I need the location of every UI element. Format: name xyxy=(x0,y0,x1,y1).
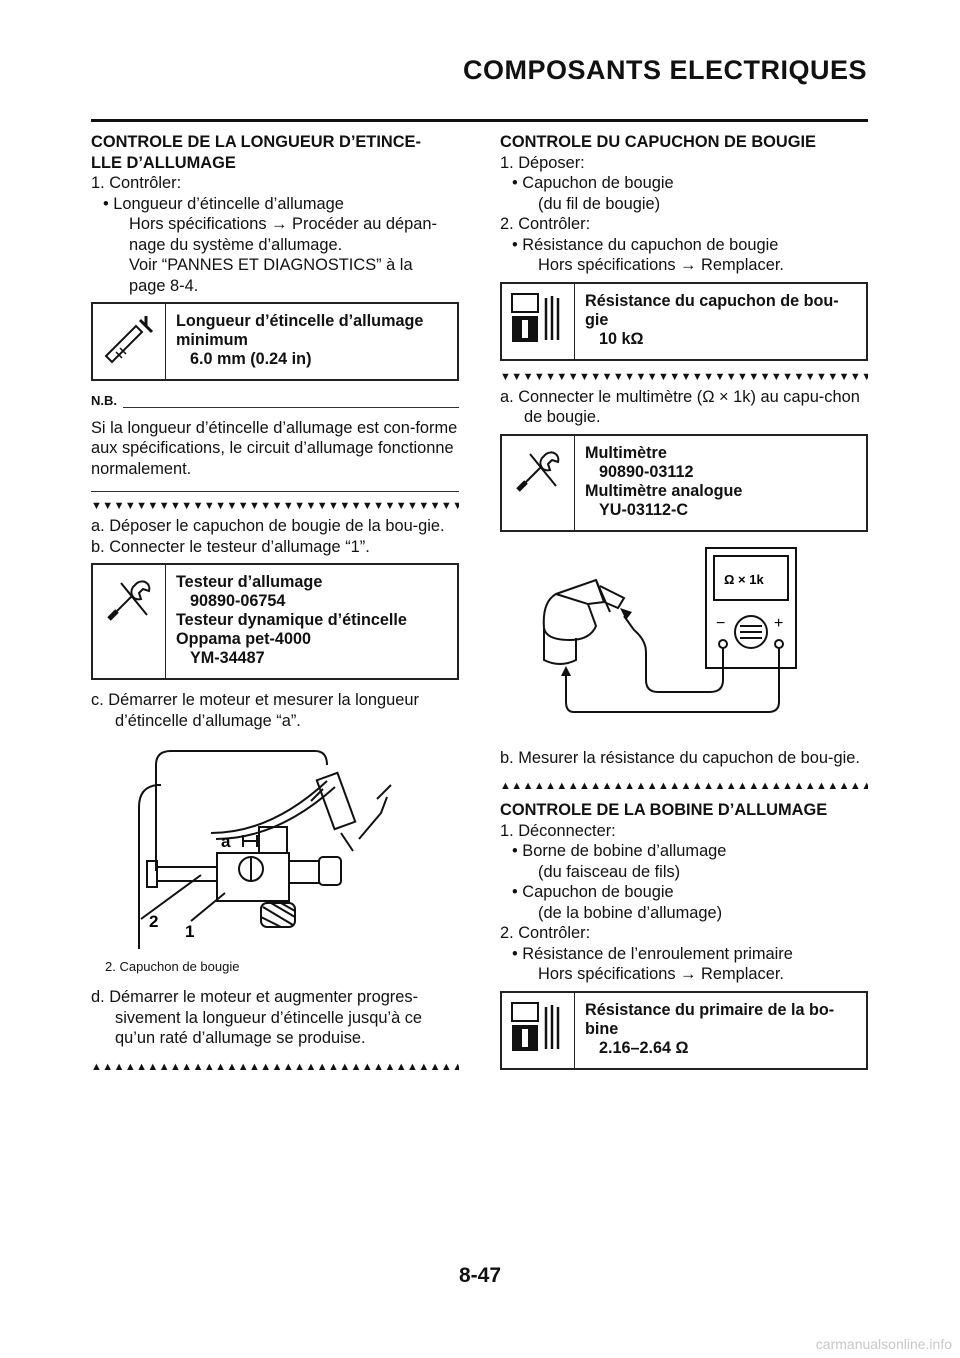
spec-label: gie xyxy=(585,310,609,329)
substep-b: b. Connecter le testeur d’allumage “1”. xyxy=(91,537,370,556)
bullet-primary-resistance: • Résistance de l’enroulement primaire xyxy=(512,944,793,963)
meter-minus-sign: − xyxy=(716,615,725,632)
figure-caption: 2. Capuchon de bougie xyxy=(105,958,240,974)
substep-a-connect: a. Connecter le multimètre (Ω × 1k) au c… xyxy=(500,387,860,427)
step-2-check: 2. Contrôler: xyxy=(500,215,591,233)
tool-code: YM-34487 xyxy=(190,649,265,667)
tool-label: Testeur dynamique d’étincelle xyxy=(176,611,407,629)
note-end-rule xyxy=(91,491,459,492)
substep-b-measure: b. Mesurer la résistance du capuchon de … xyxy=(500,748,860,767)
bullet-plug-cap: • Capuchon de bougie xyxy=(512,174,674,192)
tool-box-multimeter: Multimètre 90890-03112 Multimètre analog… xyxy=(500,433,868,532)
tool-label: Testeur d’allumage xyxy=(176,573,323,591)
substep-d: d. Démarrer le moteur et augmenter progr… xyxy=(91,988,423,1047)
spec-box-primary-resistance: Résistance du primaire de la bo- bine 2.… xyxy=(500,990,868,1070)
caliper-icon xyxy=(93,304,166,379)
figure-label-a: a xyxy=(221,832,231,851)
spec-label: Résistance du capuchon de bou- xyxy=(585,291,839,310)
bullet-plug-cap-coil: • Capuchon de bougie xyxy=(512,883,674,901)
wrench-screwdriver-icon xyxy=(502,435,575,530)
watermark: carmanualsonline.info xyxy=(815,1336,952,1352)
bullet-plug-cap-detail: (du fil de bougie) xyxy=(538,194,661,213)
tool-code: 90890-06754 xyxy=(190,592,286,610)
note-header: N.B. xyxy=(91,391,459,412)
spec-label: minimum xyxy=(176,331,248,349)
step-2-check-coil: 2. Contrôler: xyxy=(500,924,591,942)
bullet-coil-terminal-detail: (du faisceau de fils) xyxy=(538,862,681,881)
tool-label: Oppama pet-4000 xyxy=(176,630,311,648)
figure-spark-gap: a 1 2 xyxy=(91,741,459,955)
bullet-spark-gap: • Longueur d’étincelle d’allumage xyxy=(103,194,344,213)
figure-multimeter: Ω × 1k − + xyxy=(500,542,868,748)
procedure-start-markers: ▼▼▼▼▼▼▼▼▼▼▼▼▼▼▼▼▼▼▼▼▼▼▼▼▼▼▼▼▼▼▼▼▼▼ xyxy=(500,370,868,383)
see-ref-1: Voir “PANNES ET DIAGNOSTICS” à la xyxy=(129,256,413,274)
multimeter-illustration: Ω × 1k − + xyxy=(542,546,797,713)
page-number: 8-47 xyxy=(458,1264,502,1287)
step-1-remove: 1. Déposer: xyxy=(500,153,585,172)
step-1: 1. Contrôler: xyxy=(91,174,182,192)
procedure-end-markers: ▲▲▲▲▲▲▲▲▲▲▲▲▲▲▲▲▲▲▲▲▲▲▲▲▲▲▲▲▲▲▲▲▲▲ xyxy=(500,780,868,792)
note-label: N.B. xyxy=(91,393,117,408)
spark-tester-illustration: a 1 2 xyxy=(138,750,392,949)
spec-box-spark-gap: Longueur d’étincelle d’allumage minimum … xyxy=(91,302,459,381)
substep-a: a. Déposer le capuchon de bougie de la b… xyxy=(91,517,445,535)
section-title-coil: CONTROLE DE LA BOBINE D’ALLUMAGE xyxy=(500,801,828,819)
spec-value: 6.0 mm (0.24 in) xyxy=(190,350,312,368)
spec-value: 10 kΩ xyxy=(599,329,644,348)
tool-label: Multimètre xyxy=(585,443,667,462)
figure-label-2: 2 xyxy=(149,912,158,931)
see-ref-2: page 8-4. xyxy=(129,276,199,295)
meter-range-label: Ω × 1k xyxy=(724,572,764,587)
spec-label: bine xyxy=(585,1019,619,1038)
figure-label-1: 1 xyxy=(185,922,194,941)
bullet-cap-resistance: • Résistance du capuchon de bougie xyxy=(512,235,779,254)
multimeter-icon xyxy=(502,992,575,1068)
meter-plus-sign: + xyxy=(774,615,783,632)
substep-c: c. Démarrer le moteur et mesurer la long… xyxy=(91,691,419,730)
section-title-spark-gap-2: LLE D’ALLUMAGE xyxy=(91,153,236,172)
wrench-screwdriver-icon xyxy=(93,565,166,678)
out-of-spec-2: nage du système d’allumage. xyxy=(129,235,343,254)
spec-value: 2.16–2.64 Ω xyxy=(599,1038,689,1057)
spec-box-cap-resistance: Résistance du capuchon de bou- gie 10 kΩ xyxy=(500,281,868,361)
multimeter-icon xyxy=(502,283,575,359)
tool-box-ignition-tester: Testeur d’allumage 90890-06754 Testeur d… xyxy=(91,563,459,680)
procedure-start-markers: ▼▼▼▼▼▼▼▼▼▼▼▼▼▼▼▼▼▼▼▼▼▼▼▼▼▼▼▼▼▼▼▼▼▼ xyxy=(91,500,459,512)
spec-label: Longueur d’étincelle d’allumage xyxy=(176,312,424,330)
section-title-spark-gap: CONTROLE DE LA LONGUEUR D’ETINCE- xyxy=(91,133,421,151)
spec-label: Résistance du primaire de la bo- xyxy=(585,1000,835,1019)
step-1-disconnect: 1. Déconnecter: xyxy=(500,821,616,840)
tool-code: YU-03112-C xyxy=(599,500,689,519)
right-column: CONTROLE DU CAPUCHON DE BOUGIE 1. Dépose… xyxy=(500,132,868,1080)
bullet-plug-cap-coil-detail: (de la bobine d’allumage) xyxy=(538,903,723,922)
left-column: CONTROLE DE LA LONGUEUR D’ETINCE- LLE D’… xyxy=(91,132,459,1077)
out-of-spec-replace-coil: Hors spécifications → Remplacer. xyxy=(538,965,784,983)
page-header-title: COMPOSANTS ELECTRIQUES xyxy=(462,55,867,85)
out-of-spec-replace: Hors spécifications → Remplacer. xyxy=(538,256,784,274)
out-of-spec-1: Hors spécifications → Procéder au dépan- xyxy=(129,215,437,233)
tool-code: 90890-03112 xyxy=(599,462,694,481)
section-title-plug-cap: CONTROLE DU CAPUCHON DE BOUGIE xyxy=(500,133,816,151)
note-text: Si la longueur d’étincelle d’allumage es… xyxy=(91,418,458,478)
procedure-end-markers: ▲▲▲▲▲▲▲▲▲▲▲▲▲▲▲▲▲▲▲▲▲▲▲▲▲▲▲▲▲▲▲▲▲▲ xyxy=(91,1060,459,1073)
header-rule xyxy=(91,119,868,122)
bullet-coil-terminal: • Borne de bobine d’allumage xyxy=(512,842,727,860)
tool-label: Multimètre analogue xyxy=(585,481,743,500)
